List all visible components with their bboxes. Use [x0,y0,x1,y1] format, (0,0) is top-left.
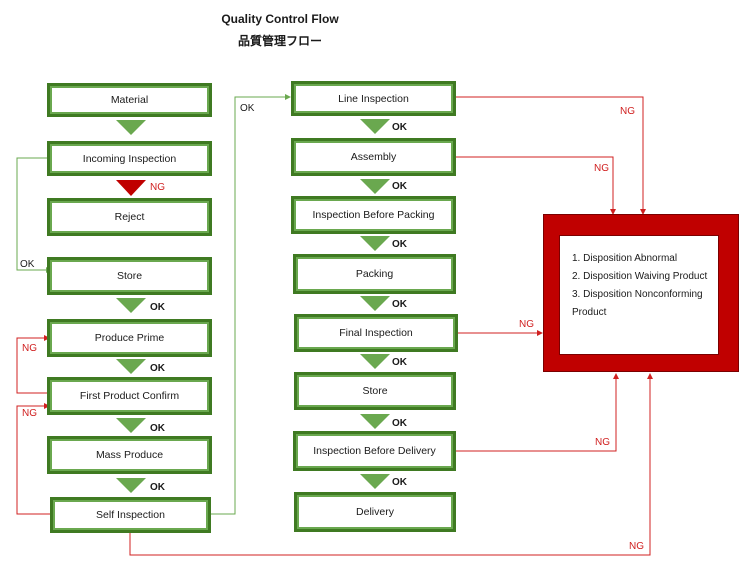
ng-label: NG [595,437,610,448]
ng-label: NG [629,541,644,552]
ng-label: NG [620,106,635,117]
ok-label: OK [150,302,165,313]
connector-ng [456,156,614,210]
step-reject: Reject [47,198,212,236]
ok-label: OK [392,418,407,429]
arrow-down [116,120,146,135]
ok-label: OK [150,482,165,493]
arrow-down [116,359,146,374]
arrow-down [360,236,390,251]
disposition-box: 1. Disposition Abnormal 2. Disposition W… [559,235,719,355]
step-mass-produce: Mass Produce [47,436,212,474]
step-inspection-before-delivery: Inspection Before Delivery [293,431,456,471]
disposition-item: 3. Disposition Nonconforming Product [572,289,703,318]
connector-ok [16,157,50,271]
connector-ng [16,405,50,515]
ng-label: NG [150,182,165,193]
step-store-2: Store [294,372,456,410]
connector-ng [16,337,50,394]
arrow-down-red [116,180,146,196]
step-assembly: Assembly [291,138,456,176]
disposition-item: 2. Disposition Waiving Product [572,271,708,282]
ok-label: OK [392,239,407,250]
disposition-item: 1. Disposition Abnormal [572,253,678,264]
connector-ng [129,378,651,556]
step-delivery: Delivery [294,492,456,532]
arrow-down [116,298,146,313]
diagram-subtitle: 品質管理フロー [237,34,322,48]
ok-label: OK [392,122,407,133]
step-final-inspection: Final Inspection [294,314,458,352]
ng-label: NG [519,319,534,330]
step-self-inspection: Self Inspection [50,497,211,533]
step-material: Material [47,83,212,117]
step-packing: Packing [293,254,456,294]
ok-label: OK [150,363,165,374]
step-incoming-inspection: Incoming Inspection [47,141,212,176]
step-store: Store [47,257,212,295]
arrow-down [360,354,390,369]
arrow-down [116,478,146,493]
arrow-down [360,179,390,194]
step-produce-prime: Produce Prime [47,319,212,357]
ok-label: OK [392,299,407,310]
step-line-inspection: Line Inspection [291,81,456,116]
ok-label: OK [240,103,255,114]
connector-ng [456,378,617,452]
diagram-title: Quality Control Flow [221,12,339,26]
arrow-down [116,418,146,433]
connector-ok [211,96,285,515]
ok-label: OK [392,477,407,488]
connector-ng [456,96,644,210]
ok-label: OK [150,423,165,434]
ok-label: OK [392,181,407,192]
arrow-down [360,414,390,429]
ng-label: NG [594,163,609,174]
step-inspection-before-packing: Inspection Before Packing [291,196,456,234]
ok-label: OK [392,357,407,368]
step-first-product-confirm: First Product Confirm [47,377,212,415]
ok-label: OK [20,259,35,270]
arrow-down [360,296,390,311]
ng-label: NG [22,343,37,354]
ng-label: NG [22,408,37,419]
arrow-down [360,119,390,134]
arrow-down [360,474,390,489]
